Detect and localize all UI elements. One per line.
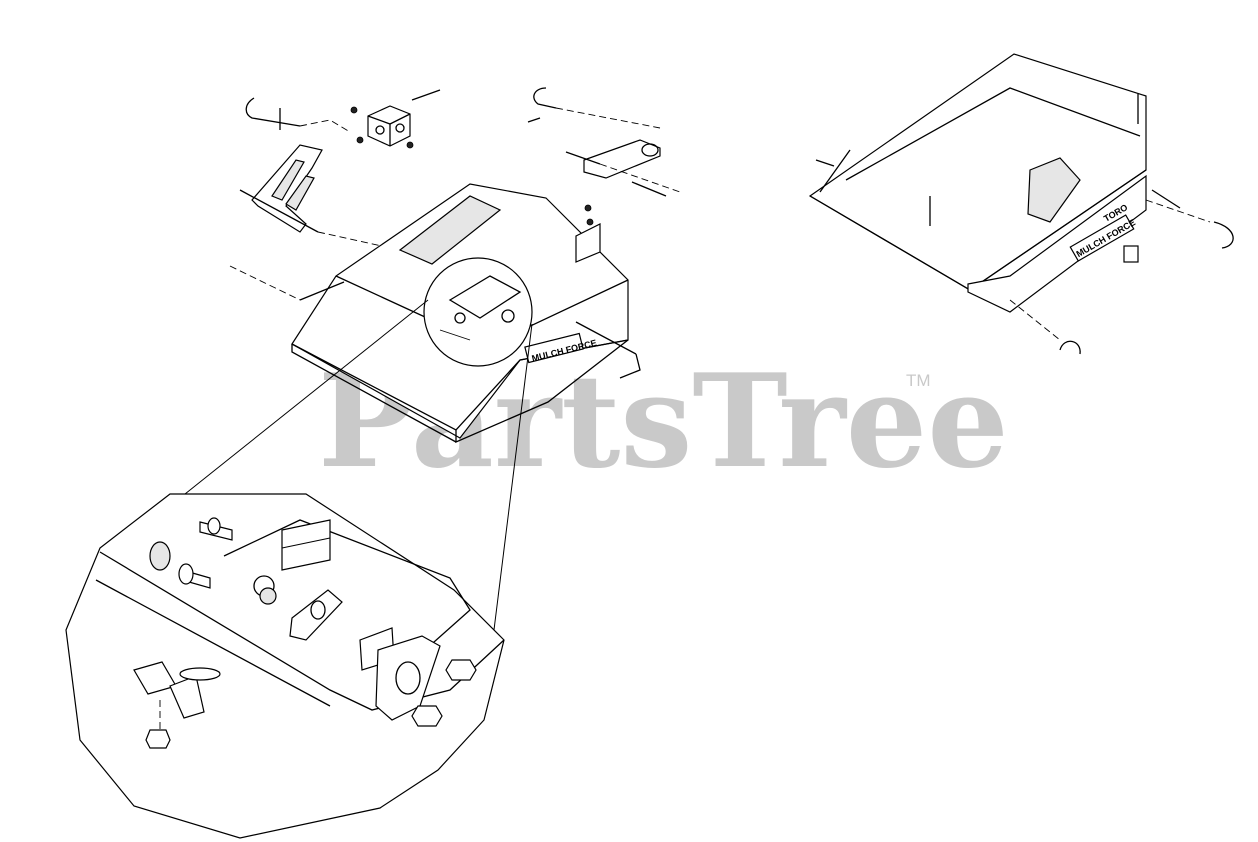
gearbox-block xyxy=(350,89,441,149)
zoom-detail xyxy=(65,493,505,839)
pivot-tube xyxy=(565,139,681,197)
main-bracket-assembly: MULCH FORCE xyxy=(179,87,681,647)
detail-circle xyxy=(423,257,533,367)
hopper-assembly: MULCH FORCE TORO xyxy=(808,53,1234,355)
watermark-trademark: TM xyxy=(906,371,931,390)
handle-rod xyxy=(245,97,351,133)
hitch-pin xyxy=(527,87,661,129)
pivot-bracket xyxy=(239,144,401,251)
